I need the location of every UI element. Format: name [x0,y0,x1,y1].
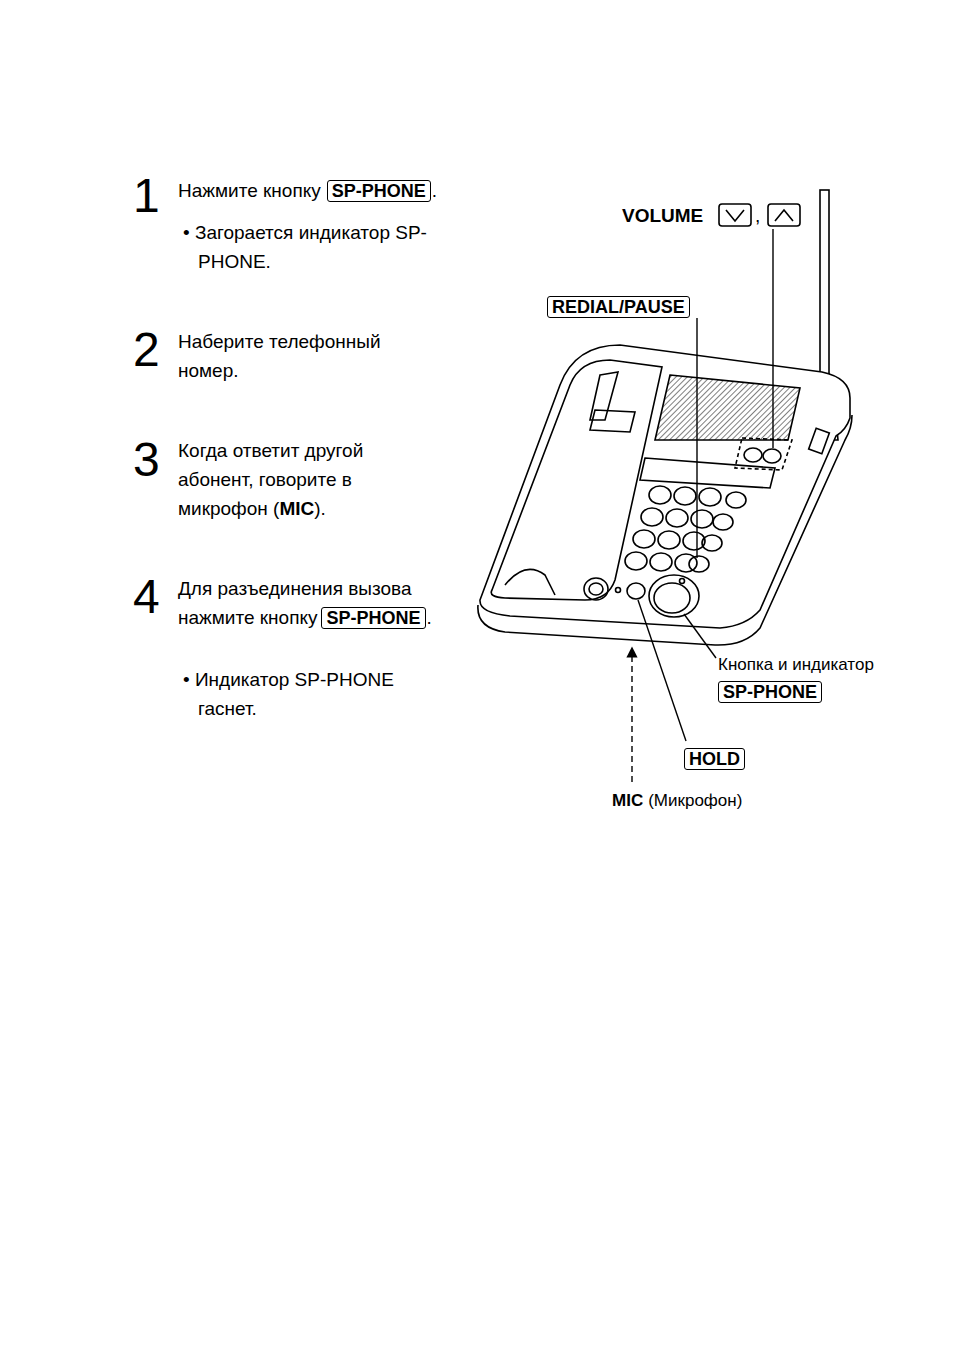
keypad-button [658,531,680,549]
text-group: 2 [133,326,173,374]
bullet-note: • Загорается индикатор SP-PHONE. [183,222,427,272]
keypad-button [649,486,671,504]
text-group: MIC (Микрофон) [612,786,812,815]
text-group: , [755,201,769,230]
punctuation: , [755,205,760,226]
step-number: 4 [133,570,160,623]
mic-label: MIC [279,498,314,519]
phone-body [478,190,852,645]
keypad [625,486,721,572]
punctuation: . [427,607,432,628]
step-number: 1 [133,169,160,222]
text-group: Нажмите кнопку SP-PHONE. [178,176,478,205]
instruction-text: Нажмите кнопку [178,180,321,201]
text-group: 1 [133,172,173,220]
step-number: 3 [133,433,160,486]
volume-keys [719,204,800,226]
bullet-note: • Индикатор SP-PHONE гаснет. [183,669,394,719]
text-group: Кнопка и индикатор [718,650,918,679]
text-group: HOLD [684,744,784,773]
keypad-button [675,554,697,572]
keypad-button [641,508,663,526]
text-group: 4 [133,573,173,621]
instruction-text: Наберите телефонный номер. [178,331,381,381]
step-number: 2 [133,323,160,376]
text-group: Когда ответит другой абонент, говорите в… [178,436,413,523]
button-label: HOLD [684,748,745,770]
instruction-text: Когда ответит другой абонент, говорите в… [178,440,363,519]
button-label: SP-PHONE [321,607,425,629]
punctuation: . [432,180,437,201]
text-group: • Индикатор SP-PHONE гаснет. [183,665,438,723]
keypad-button [633,530,655,548]
text-group: 3 [133,436,173,484]
text-group: Для разъединения вызова нажмите кнопкуSP… [178,574,448,632]
button-label: SP-PHONE [718,681,822,703]
mic-label: MIC [612,791,643,810]
keypad-button [666,509,688,527]
button-label: REDIAL/PAUSE [547,296,690,318]
callout-label: (Микрофон) [648,791,742,810]
keypad-button [699,488,721,506]
keypad-button [683,532,705,550]
keypad-button [625,552,647,570]
keypad-button [674,487,696,505]
text-group: SP-PHONE [718,677,918,706]
text-group: REDIAL/PAUSE [547,292,727,321]
keypad-button [650,553,672,571]
text-group: • Загорается индикатор SP-PHONE. [183,218,438,276]
text-group: Наберите телефонный номер. [178,327,418,385]
punctuation: ). [314,498,326,519]
callout-label: Кнопка и индикатор [718,655,874,674]
keypad-button [691,510,713,528]
text-group: VOLUME [622,201,722,230]
volume-label: VOLUME [622,205,703,226]
button-label: SP-PHONE [327,180,431,202]
